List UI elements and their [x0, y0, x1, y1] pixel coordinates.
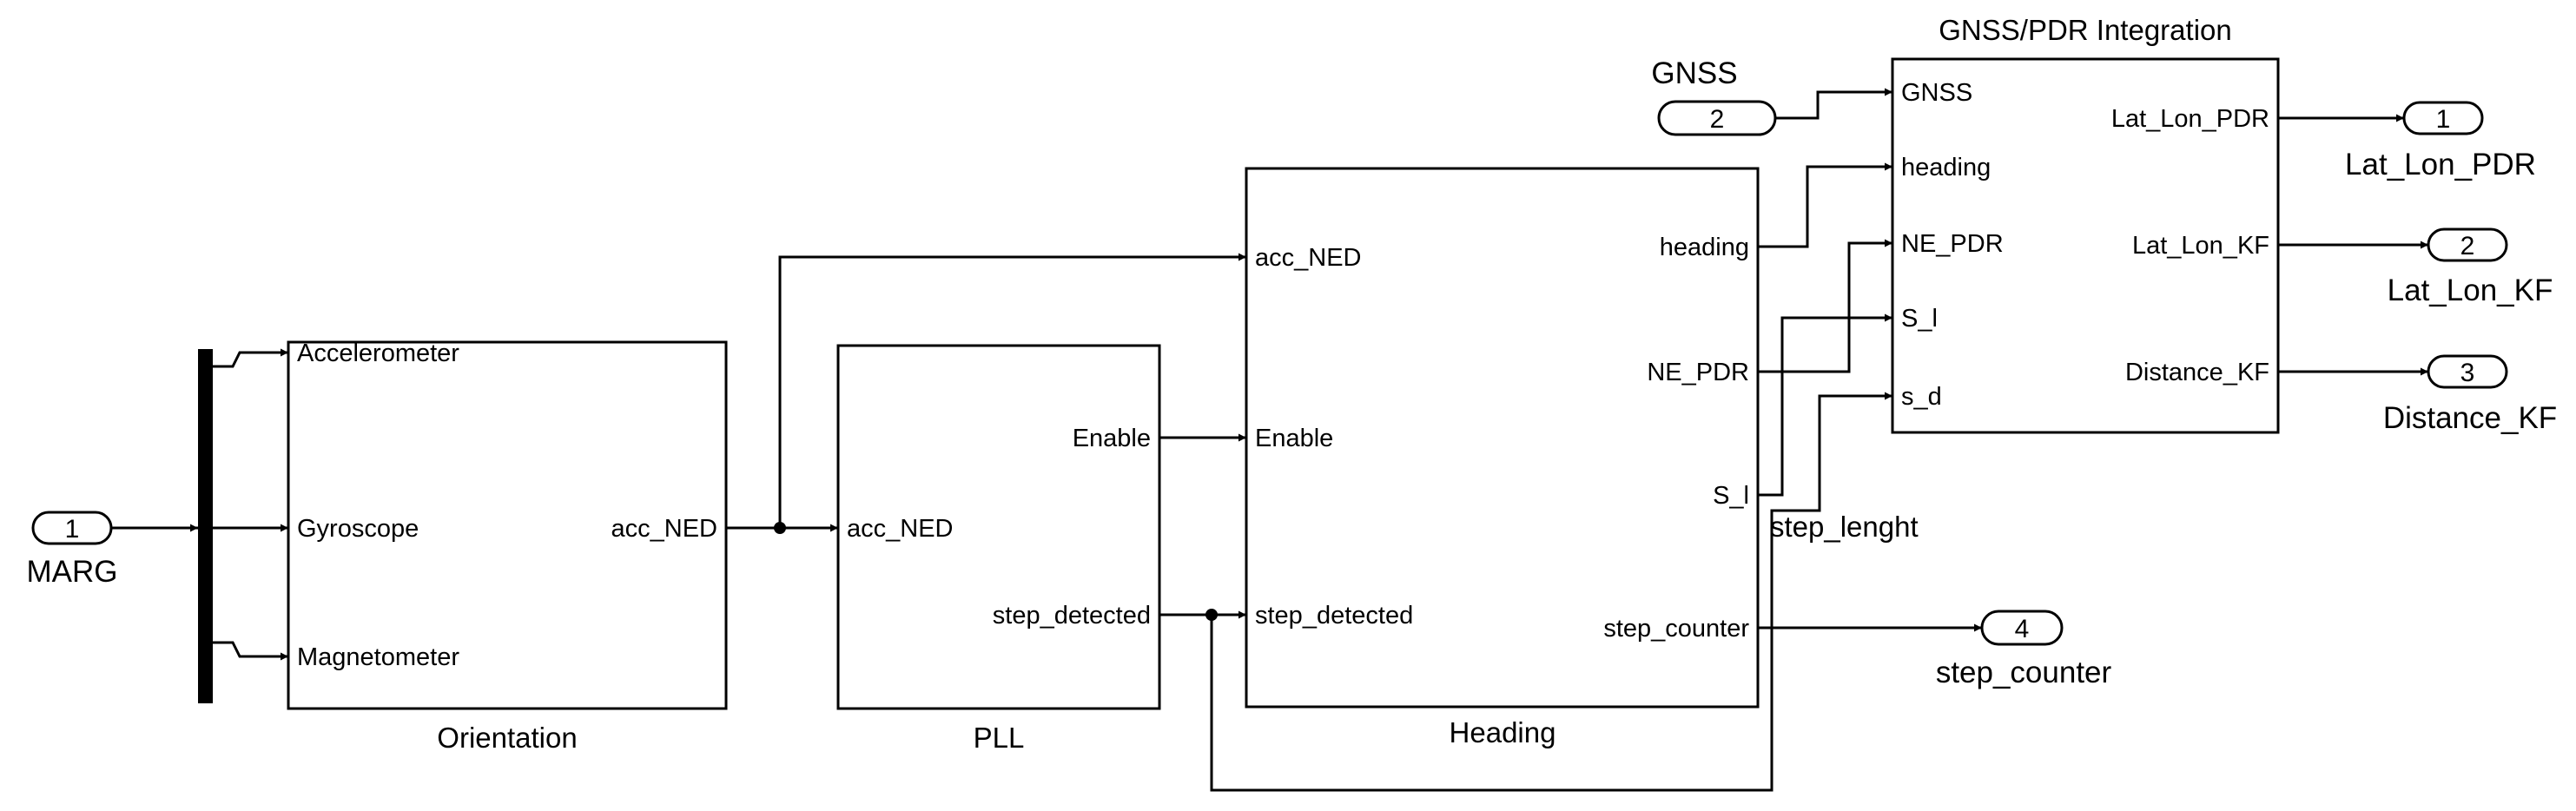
- inport-marg-name: MARG: [27, 555, 118, 589]
- block-pll-body[interactable]: [836, 344, 1161, 710]
- integration-port-heading-in: heading: [1901, 154, 1991, 181]
- wire-heading[interactable]: [1758, 162, 1892, 248]
- outport-distance-kf-number: 3: [2460, 359, 2475, 387]
- branch-point-acc: [774, 522, 786, 534]
- wire-acc-to-heading[interactable]: [778, 253, 1246, 528]
- pll-port-acc-ned: acc_NED: [847, 515, 954, 543]
- orientation-block-name: Orientation: [437, 722, 577, 754]
- heading-port-heading-out: heading: [1660, 234, 1749, 261]
- heading-port-s-l-out: S_l: [1713, 482, 1749, 510]
- outport-lat-lon-pdr[interactable]: 1 Lat_Lon_PDR: [2345, 101, 2536, 181]
- outport-step-counter-name: step_counter: [1936, 656, 2112, 689]
- outport-step-counter-shape[interactable]: [1980, 610, 2064, 646]
- outport-lat-lon-pdr-number: 1: [2436, 105, 2451, 134]
- block-integration-body[interactable]: [1891, 57, 2280, 434]
- inport-gnss-number: 2: [1710, 105, 1725, 134]
- signal-label-step-length: step_lenght: [1770, 511, 1919, 543]
- orientation-port-magnetometer: Magnetometer: [297, 643, 459, 671]
- wire-s-l[interactable]: [1758, 313, 1892, 497]
- outport-lat-lon-kf[interactable]: 2 Lat_Lon_KF: [2388, 227, 2553, 307]
- inport-marg-number: 1: [65, 515, 80, 544]
- integration-port-lat-lon-pdr-out: Lat_Lon_PDR: [2111, 105, 2269, 133]
- outport-lat-lon-kf-shape[interactable]: [2427, 227, 2508, 262]
- outport-distance-kf-shape[interactable]: [2427, 354, 2508, 389]
- integration-port-ne-pdr-in: NE_PDR: [1901, 230, 2004, 258]
- wire-ne-pdr[interactable]: [1758, 239, 1892, 373]
- integration-block-name: GNSS/PDR Integration: [1939, 14, 2231, 46]
- heading-port-ne-pdr-out: NE_PDR: [1647, 359, 1749, 386]
- block-gnss-pdr-integration[interactable]: GNSS/PDR Integration GNSS heading NE_PDR…: [1891, 14, 2280, 434]
- orientation-port-acc-ned: acc_NED: [611, 515, 718, 543]
- pll-port-step-detected: step_detected: [993, 602, 1151, 630]
- orientation-port-accelerometer: Accelerometer: [297, 340, 459, 367]
- block-heading[interactable]: acc_NED Enable step_detected heading NE_…: [1245, 167, 1760, 748]
- outport-step-counter-number: 4: [2015, 615, 2030, 643]
- heading-port-enable-in: Enable: [1255, 425, 1333, 452]
- wire-gnss[interactable]: [1775, 88, 1892, 120]
- block-pll[interactable]: acc_NED Enable step_detected PLL: [836, 344, 1161, 754]
- outport-lat-lon-pdr-name: Lat_Lon_PDR: [2345, 148, 2536, 181]
- heading-port-step-counter-out: step_counter: [1603, 615, 1749, 643]
- block-heading-body[interactable]: [1245, 167, 1760, 709]
- integration-port-s-d-in: s_d: [1901, 383, 1942, 411]
- heading-block-name: Heading: [1450, 716, 1556, 748]
- signal-lines: [111, 88, 2428, 792]
- heading-port-acc-ned-in: acc_NED: [1255, 244, 1362, 272]
- integration-port-gnss-in: GNSS: [1901, 79, 1972, 107]
- wire-step-detected-to-s-d[interactable]: [1210, 392, 1892, 792]
- block-orientation-body[interactable]: [287, 340, 728, 710]
- integration-port-s-l-in: S_l: [1901, 305, 1938, 333]
- wire-bus-magnetometer[interactable]: [207, 641, 288, 661]
- integration-port-lat-lon-kf-out: Lat_Lon_KF: [2132, 232, 2269, 260]
- outport-lat-lon-kf-name: Lat_Lon_KF: [2388, 274, 2553, 307]
- pll-block-name: PLL: [974, 722, 1025, 754]
- pll-port-enable: Enable: [1073, 425, 1151, 452]
- outport-step-counter[interactable]: 4 step_counter: [1936, 610, 2112, 689]
- inport-marg-shape[interactable]: [31, 511, 113, 545]
- outport-distance-kf-name: Distance_KF: [2383, 401, 2557, 435]
- block-orientation[interactable]: Accelerometer Gyroscope Magnetometer acc…: [287, 340, 728, 754]
- inport-gnss-name: GNSS: [1651, 56, 1737, 90]
- inport-gnss-shape[interactable]: [1657, 100, 1777, 136]
- mux-bus-bar[interactable]: [198, 349, 213, 703]
- inport-gnss[interactable]: 2 GNSS: [1651, 56, 1777, 136]
- outport-lat-lon-kf-number: 2: [2460, 232, 2475, 260]
- outport-distance-kf[interactable]: 3 Distance_KF: [2383, 354, 2557, 435]
- outport-lat-lon-pdr-shape[interactable]: [2402, 101, 2484, 135]
- inport-marg[interactable]: 1 MARG: [27, 511, 118, 589]
- integration-port-distance-kf-out: Distance_KF: [2125, 359, 2269, 386]
- orientation-port-gyroscope: Gyroscope: [297, 515, 419, 543]
- heading-port-step-detected-in: step_detected: [1255, 602, 1413, 630]
- wire-bus-accelerometer[interactable]: [207, 348, 288, 368]
